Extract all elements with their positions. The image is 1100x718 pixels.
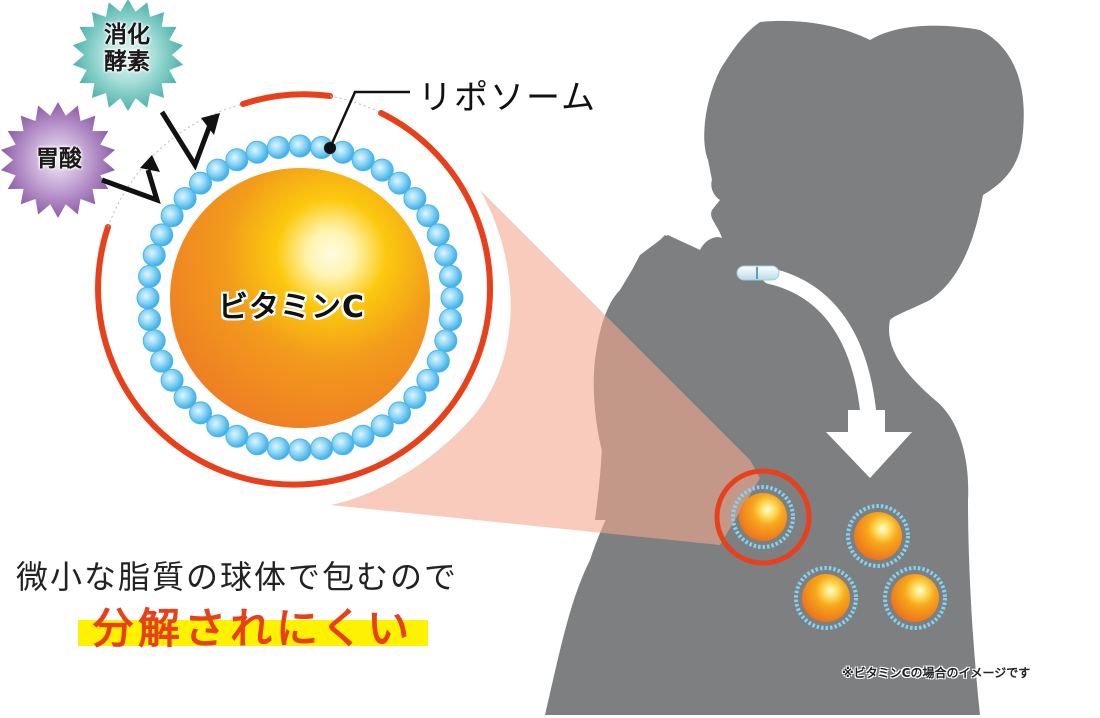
liposome-outer-membrane	[95, 91, 494, 488]
bead	[439, 308, 462, 332]
small-vitamin-core	[802, 574, 850, 622]
bead	[440, 286, 464, 310]
bead	[388, 401, 411, 425]
outer-ring-gap	[107, 95, 382, 228]
woman-silhouette	[545, 20, 1024, 715]
small-liposome-membrane	[794, 566, 858, 630]
bead	[160, 204, 184, 228]
bead	[426, 349, 450, 373]
bead	[351, 148, 375, 172]
bead	[245, 432, 269, 456]
stomach-acid-burst	[0, 102, 116, 218]
small-vitamin-core	[854, 512, 902, 560]
bead	[173, 187, 197, 210]
bead	[173, 386, 197, 409]
bead	[225, 148, 249, 172]
liposome-label: リポソーム	[418, 78, 597, 118]
bead	[370, 414, 394, 438]
bead	[351, 424, 375, 448]
digestive-enzyme-line1: 消化	[104, 22, 150, 48]
digestive-enzyme-label: 消化 酵素	[92, 22, 162, 76]
bead	[416, 204, 440, 228]
bead	[403, 386, 427, 409]
small-vitamin-core	[891, 574, 939, 622]
down-arrow-icon	[826, 410, 912, 478]
bead	[416, 368, 440, 392]
small-vitamin-core	[739, 493, 787, 541]
small-liposomes	[731, 485, 947, 630]
deflect-arrow-acid	[101, 155, 161, 205]
small-liposome-membrane	[846, 504, 910, 568]
bead	[403, 187, 427, 210]
bead	[138, 308, 161, 332]
vitamin-c-label: ビタミンC	[218, 290, 366, 325]
bead	[189, 401, 212, 425]
vitamin-c-core	[170, 168, 430, 428]
footnote: ※ビタミンCの場合のイメージです	[842, 666, 1031, 680]
bead	[388, 171, 411, 195]
swallow-path	[762, 268, 876, 418]
bead	[434, 243, 458, 267]
small-liposome-membrane	[731, 485, 795, 549]
highlight-bar	[78, 620, 428, 646]
bead	[245, 140, 269, 164]
bead	[434, 329, 458, 353]
digestive-enzyme-burst	[72, 0, 184, 111]
bead	[288, 134, 312, 158]
bead	[189, 171, 212, 195]
highlighted-liposome-ring	[714, 468, 812, 566]
bead	[150, 349, 174, 373]
small-liposome-membrane	[883, 566, 947, 630]
bead	[206, 158, 230, 182]
bead	[439, 264, 462, 288]
liposome-pointer-dot	[324, 142, 336, 154]
capsule-icon	[736, 265, 780, 281]
bead	[331, 432, 355, 456]
bead	[266, 136, 290, 159]
headline: 微小な脂質の球体で包むので	[16, 558, 459, 596]
zoom-cone	[330, 190, 760, 545]
bead	[160, 368, 184, 392]
bead	[136, 286, 160, 310]
bead	[138, 264, 161, 288]
bead	[150, 223, 174, 247]
digestive-enzyme-line2: 酵素	[104, 49, 150, 75]
phospholipid-bead-ring	[136, 134, 464, 462]
liposome-pointer-line	[328, 90, 410, 149]
deflect-arrow-enzyme	[159, 110, 220, 171]
bead	[206, 414, 230, 438]
headline-accent: 分解されにくい	[92, 604, 414, 653]
bead	[266, 437, 290, 460]
bead	[288, 438, 312, 462]
bead	[370, 158, 394, 182]
bead	[225, 424, 249, 448]
stomach-acid-label: 胃酸	[36, 146, 82, 172]
bead	[310, 437, 334, 460]
bead	[331, 140, 355, 164]
bead	[426, 223, 450, 247]
bead	[142, 243, 166, 267]
bead	[142, 329, 166, 353]
